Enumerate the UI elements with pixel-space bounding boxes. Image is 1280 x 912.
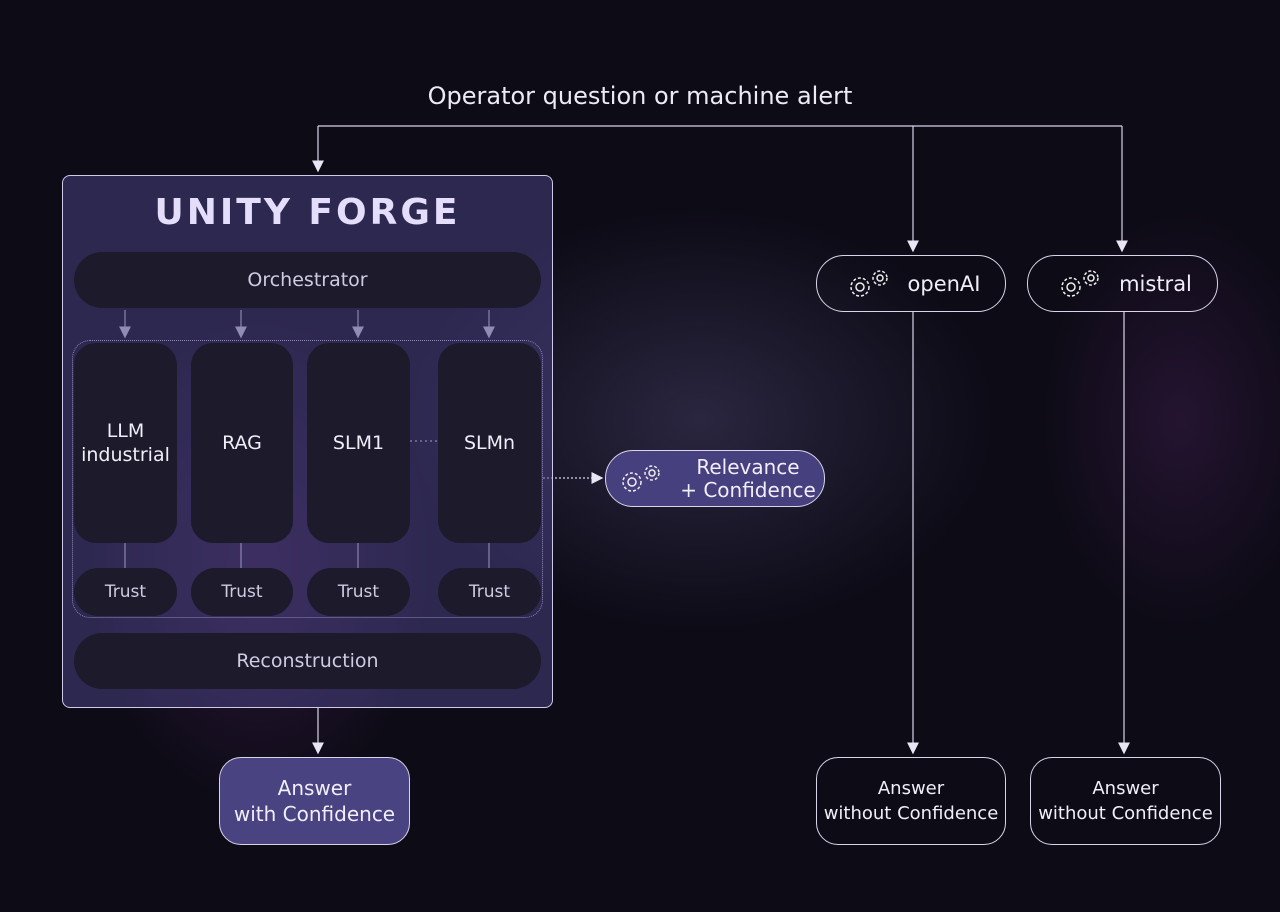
model-rag: RAG — [191, 343, 293, 543]
answer-sublabel: without Confidence — [823, 803, 999, 824]
trust-slmn: Trust — [438, 568, 541, 616]
model-label: SLMn — [463, 432, 516, 454]
relevance-label: Relevance — [696, 454, 800, 479]
trust-rag: Trust — [191, 568, 293, 616]
model-label: LLM — [106, 420, 145, 442]
orchestrator: Orchestrator — [74, 252, 541, 308]
answer-sublabel: without Confidence — [1038, 803, 1213, 824]
mistral-answer: Answer without Confidence — [1030, 757, 1221, 845]
answer-label: Answer — [277, 776, 352, 800]
relevance-confidence: Relevance+ Confidence — [605, 450, 825, 507]
model-label: industrial — [81, 444, 170, 466]
mistral-model: mistral — [1027, 255, 1218, 312]
answer-sublabel: with Confidence — [233, 802, 396, 826]
model-slmn: SLMn — [438, 343, 541, 543]
answer-label: Answer — [877, 778, 945, 799]
input-source-title: Operator question or machine alert — [427, 82, 853, 110]
openai-answer: Answer without Confidence — [816, 757, 1006, 845]
gears-icon — [1061, 269, 1099, 297]
unity-forge-logo: UNITY FORGE — [154, 192, 461, 233]
gears-icon — [849, 269, 888, 297]
model-label: RAG — [222, 432, 262, 454]
openai-label: openAI — [907, 271, 981, 296]
gears-icon — [622, 464, 660, 492]
confidence-label: + Confidence — [680, 477, 816, 502]
model-slm1: SLM1 — [307, 343, 410, 543]
models-group — [72, 340, 543, 618]
trust-llm: Trust — [74, 568, 177, 616]
reconstruction: Reconstruction — [74, 633, 541, 689]
trust-slm1: Trust — [307, 568, 410, 616]
model-label: SLM1 — [332, 432, 385, 454]
answer-label: Answer — [1092, 778, 1159, 799]
openai-model: openAI — [816, 255, 1006, 312]
mistral-label: mistral — [1119, 271, 1192, 296]
